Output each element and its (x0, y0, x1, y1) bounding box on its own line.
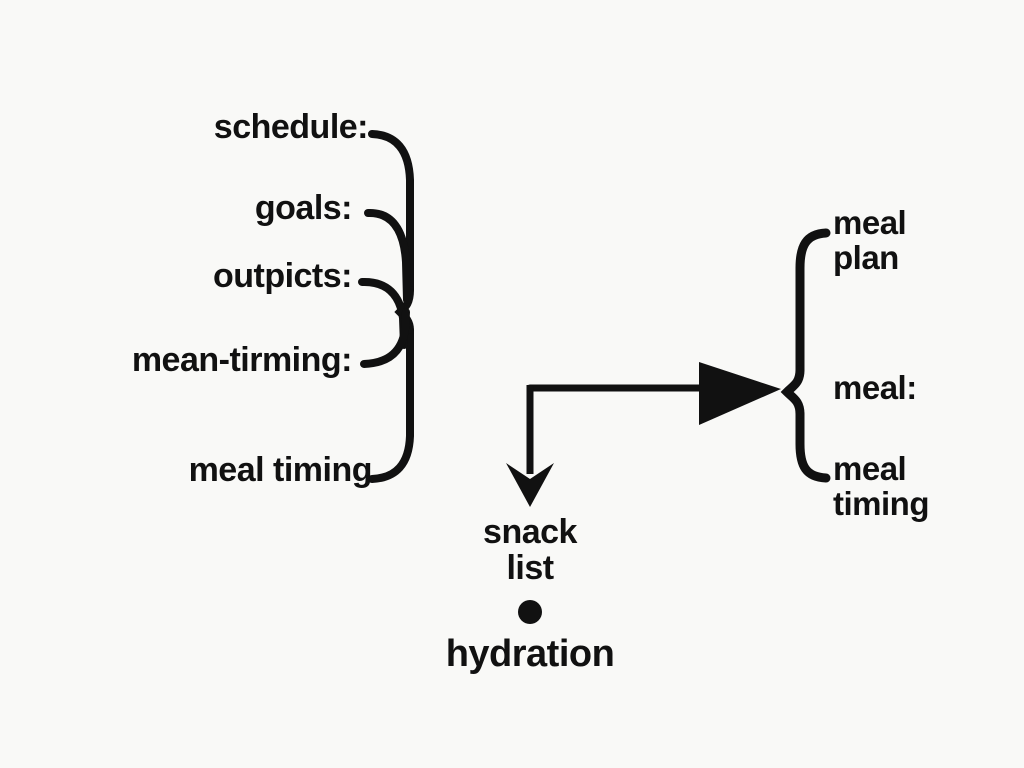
label-mean-tirming: mean-tirming: (131, 341, 353, 379)
label-schedule: schedule: (213, 108, 369, 146)
right-brace-bottom-arm (795, 409, 831, 483)
label-meal-timing-left: meal timing (188, 451, 373, 489)
left-brace-top-arm (368, 130, 414, 294)
label-meal-timing-right: meal timing (833, 450, 929, 522)
label-outpicts: outpicts: (212, 257, 353, 295)
bullet-dot (518, 600, 542, 624)
label-hydration: hydration (445, 633, 615, 675)
arrowhead-down-small (506, 463, 554, 507)
left-brace-bottom-arm (368, 326, 414, 483)
label-snack-list: snack list (483, 513, 577, 588)
connector-goals-to-brace (364, 209, 411, 304)
label-meal-plan: meal plan (833, 204, 907, 276)
arrowhead-right-triangle (699, 362, 781, 425)
connector-meantirming-to-brace (360, 308, 410, 368)
label-goals: goals: (254, 189, 353, 227)
right-brace-middle-pinch (780, 365, 805, 419)
right-brace-top-arm (795, 228, 831, 375)
label-meal: meal: (833, 369, 917, 406)
